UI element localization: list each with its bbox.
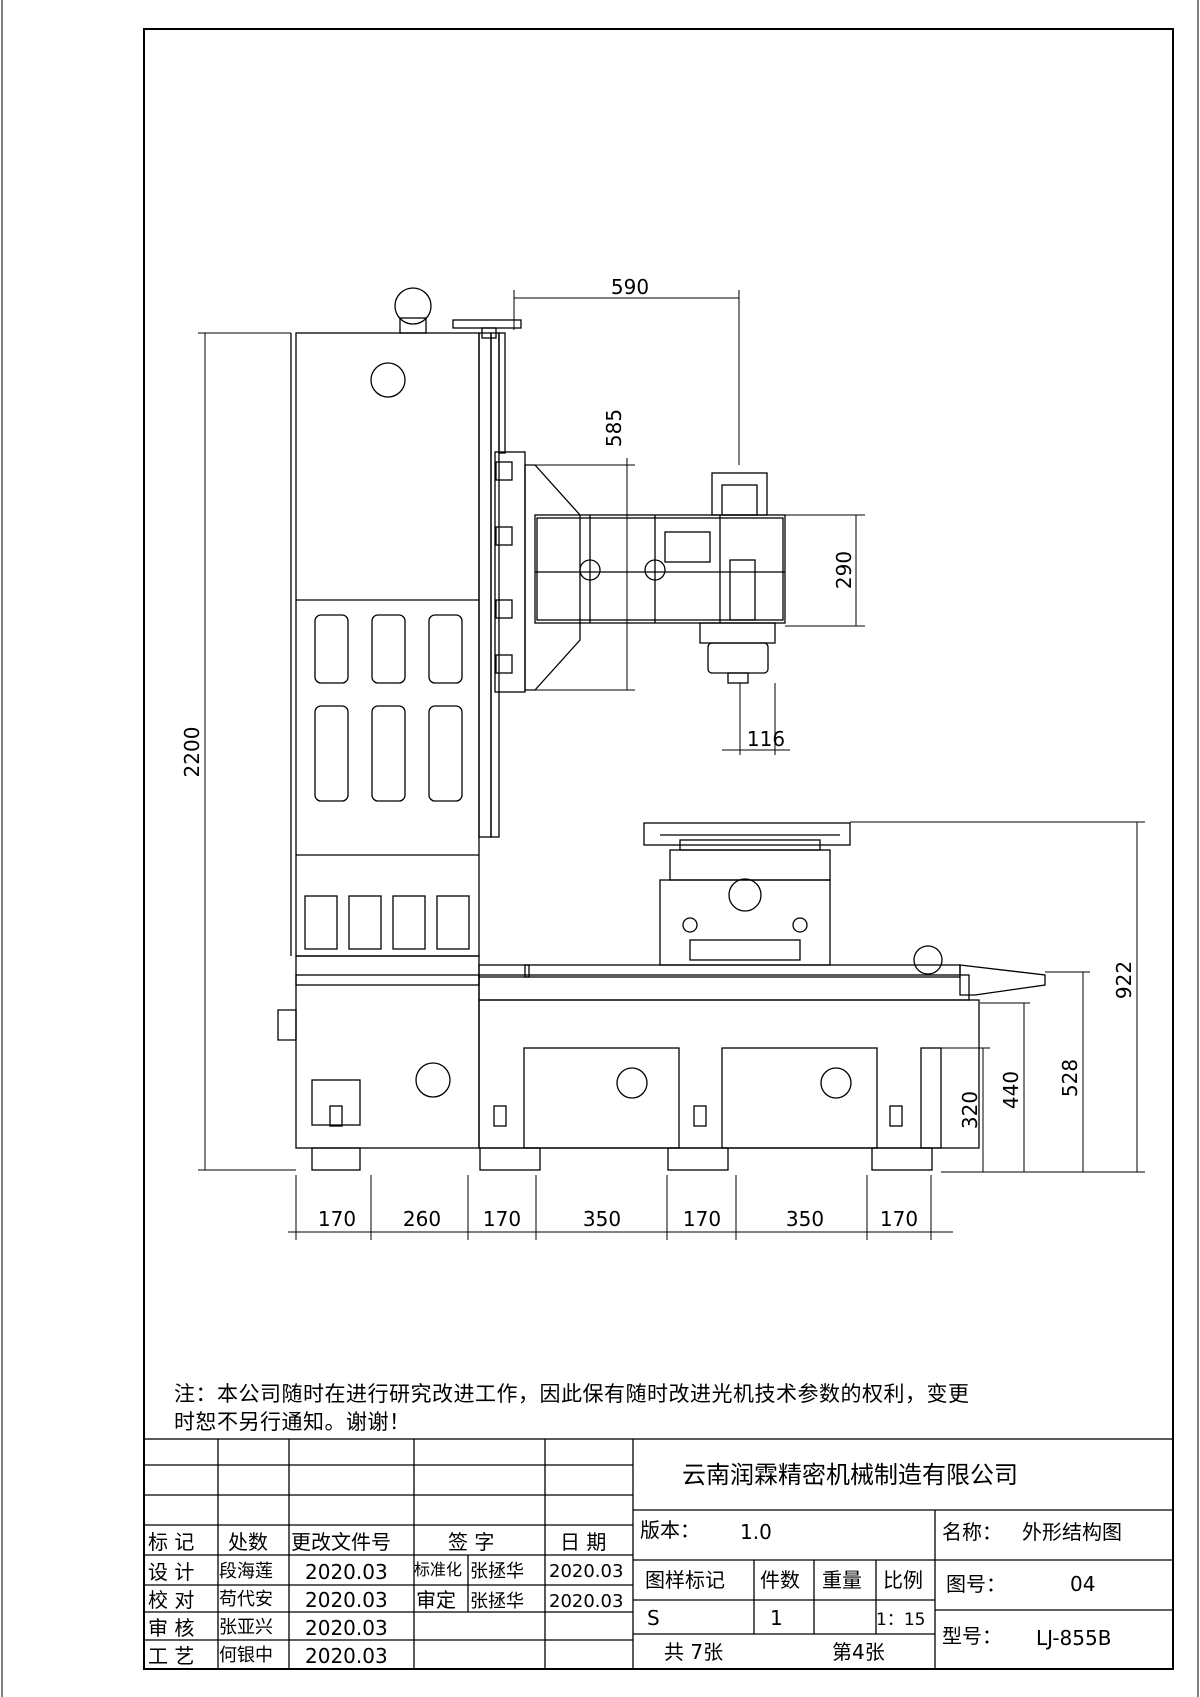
- version-value: 1.0: [740, 1520, 772, 1544]
- note-line-2: 时恕不另行通知。谢谢！: [174, 1410, 411, 1434]
- title-block-grid: [143, 1438, 1174, 1670]
- dim-foot-6: 350: [786, 1207, 824, 1231]
- column-windows: [304, 614, 470, 950]
- role-design: 设 计: [148, 1560, 195, 1584]
- lifting-eye: [394, 287, 432, 325]
- dim-440: 440: [999, 1071, 1023, 1109]
- sheet-number: 第4张: [832, 1640, 885, 1664]
- date-check: 2020.03: [305, 1588, 388, 1612]
- total-sheets: 共 7张: [664, 1640, 724, 1664]
- dim-116: 116: [747, 727, 785, 751]
- role-review: 审 核: [148, 1616, 195, 1640]
- model-value: LJ-855B: [1036, 1626, 1112, 1650]
- version-label: 版本：: [640, 1518, 700, 1542]
- dimension-lines: [198, 290, 1145, 1240]
- disclaimer-note: 注：本公司随时在进行研究改进工作，因此保有随时改进光机技术参数的权利，变更 时恕…: [174, 1380, 1164, 1436]
- date-design: 2020.03: [305, 1560, 388, 1584]
- sample-mark-label: 图样标记: [645, 1568, 725, 1592]
- header-change-doc: 更改文件号: [291, 1530, 391, 1554]
- name-value: 外形结构图: [1022, 1520, 1122, 1544]
- name-process: 何银中: [219, 1645, 273, 1666]
- work-table: [478, 822, 1046, 996]
- piece-count-label: 件数: [760, 1568, 800, 1592]
- dim-590: 590: [611, 275, 649, 299]
- weight-label: 重量: [822, 1568, 862, 1592]
- dim-foot-4: 350: [583, 1207, 621, 1231]
- header-mark: 标 记: [148, 1530, 195, 1554]
- dim-922: 922: [1112, 961, 1136, 999]
- scale-value: 1：15: [876, 1610, 926, 1630]
- role-standardization: 标准化: [414, 1560, 463, 1579]
- name-label: 名称：: [942, 1520, 1002, 1544]
- dim-528: 528: [1058, 1059, 1082, 1097]
- dim-320: 320: [958, 1091, 982, 1129]
- dim-585: 585: [602, 409, 626, 447]
- dim-2200: 2200: [180, 727, 204, 778]
- date-standardization: 2020.03: [549, 1561, 624, 1582]
- date-process: 2020.03: [305, 1644, 388, 1668]
- header-date: 日 期: [560, 1530, 607, 1554]
- column-guide-rail: [478, 332, 492, 838]
- name-design: 段海莲: [219, 1561, 273, 1582]
- name-review: 张亚兴: [219, 1617, 273, 1638]
- header-signature: 签 字: [448, 1530, 495, 1554]
- company-name: 云南润霖精密机械制造有限公司: [682, 1461, 1018, 1489]
- column-body: [295, 332, 480, 957]
- name-check: 苟代安: [219, 1589, 273, 1610]
- dim-foot-2: 260: [403, 1207, 441, 1231]
- note-line-1: 注：本公司随时在进行研究改进工作，因此保有随时改进光机技术参数的权利，变更: [174, 1382, 970, 1406]
- piece-value: 1: [770, 1606, 783, 1630]
- sample-value: S: [647, 1606, 660, 1630]
- role-check: 校 对: [148, 1588, 195, 1612]
- date-approve: 2020.03: [549, 1591, 624, 1612]
- dim-foot-1: 170: [318, 1207, 356, 1231]
- scale-label: 比例: [883, 1568, 923, 1592]
- dim-foot-3: 170: [483, 1207, 521, 1231]
- dim-foot-5: 170: [683, 1207, 721, 1231]
- dim-290: 290: [832, 551, 856, 589]
- column-hole: [370, 362, 406, 398]
- header-place-count: 处数: [228, 1530, 268, 1554]
- name-approve: 张拯华: [470, 1591, 524, 1612]
- headstock: [524, 464, 786, 691]
- model-label: 型号：: [942, 1624, 1002, 1648]
- machine-drawing: [277, 287, 1046, 1171]
- name-standardization: 张拯华: [470, 1561, 524, 1582]
- role-approve: 审定: [416, 1588, 456, 1612]
- role-process: 工 艺: [148, 1644, 195, 1668]
- dim-foot-7: 170: [880, 1207, 918, 1231]
- drawing-no-label: 图号：: [946, 1572, 1006, 1596]
- drawing-no-value: 04: [1070, 1572, 1096, 1596]
- date-review: 2020.03: [305, 1616, 388, 1640]
- machine-base: [277, 955, 980, 1171]
